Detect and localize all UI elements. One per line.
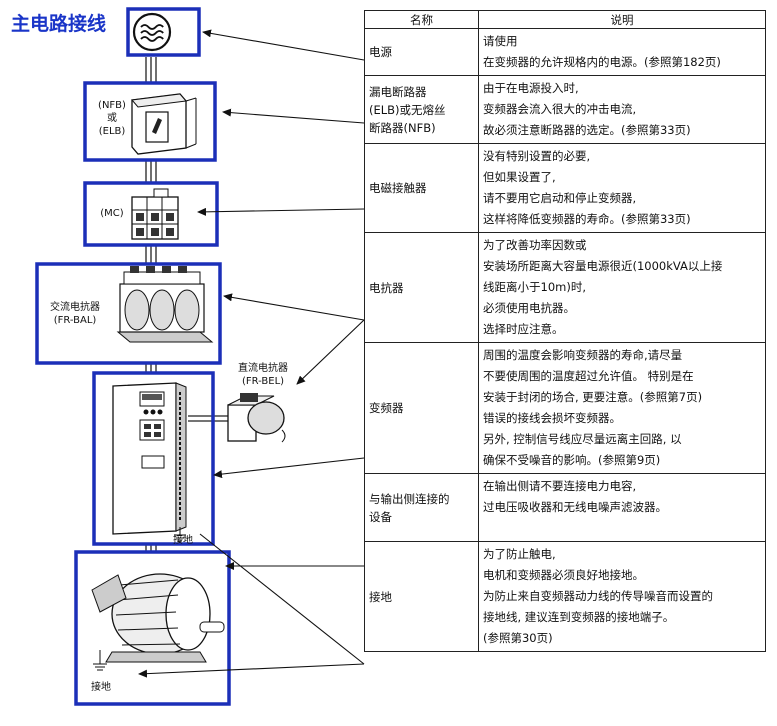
row-name: 与输出侧连接的 设备 <box>364 473 479 542</box>
page-title: 主电路接线 <box>11 13 107 35</box>
header-desc: 说明 <box>478 10 766 29</box>
row-desc: 在输出侧请不要连接电力电容, 过电压吸收器和无线电噪声滤波器。 <box>478 473 766 542</box>
nfb-label-line: (ELB) <box>98 126 126 137</box>
row-name: 接地 <box>364 541 479 652</box>
table-row: 漏电断路器 (ELB)或无熔丝 断路器(NFB) 由于在电源投入时, 变频器会流… <box>364 75 766 144</box>
row-desc: 没有特别设置的必要, 但如果设置了, 请不要用它启动和停止变频器, 这样将降低变… <box>478 143 766 233</box>
dc-reactor-label-line: (FR-BEL) <box>241 376 285 387</box>
row-desc: 为了防止触电, 电机和变频器必须良好地接地。 为防止来自变频器动力线的传导噪音而… <box>478 541 766 652</box>
row-name: 电磁接触器 <box>364 143 479 233</box>
spec-table: 名称 说明 电源 请使用 在变频器的允许规格内的电源。(参照第182页) 漏电断… <box>364 10 766 652</box>
ac-reactor-label-line: 交流电抗器 <box>50 302 100 313</box>
dc-reactor-label-line: 直流电抗器 <box>238 363 288 374</box>
table-row: 电抗器 为了改善功率因数或 安装场所距离大容量电源很近(1000kVA以上接 线… <box>364 232 766 343</box>
row-name: 漏电断路器 (ELB)或无熔丝 断路器(NFB) <box>364 75 479 144</box>
table-row: 接地 为了防止触电, 电机和变频器必须良好地接地。 为防止来自变频器动力线的传导… <box>364 541 766 652</box>
motor-icon <box>74 550 231 706</box>
table-row: 与输出侧连接的 设备 在输出侧请不要连接电力电容, 过电压吸收器和无线电噪声滤波… <box>364 473 766 542</box>
table-header-row: 名称 说明 <box>364 10 766 29</box>
callout-arrows <box>138 29 365 678</box>
table-row: 电源 请使用 在变频器的允许规格内的电源。(参照第182页) <box>364 28 766 76</box>
header-name: 名称 <box>364 10 479 29</box>
table-row: 电磁接触器 没有特别设置的必要, 但如果设置了, 请不要用它启动和停止变频器, … <box>364 143 766 233</box>
mc-label: (MC) <box>100 208 124 219</box>
row-name: 电源 <box>364 28 479 76</box>
contactor-icon <box>83 181 219 247</box>
motor-ground-label: 接地 <box>91 682 111 693</box>
ac-reactor-icon <box>35 262 222 365</box>
ac-reactor-label-line: (FR-BAL) <box>53 315 97 326</box>
inverter-icon <box>92 371 215 546</box>
ac-reactor-label: 交流电抗器 (FR-BAL) <box>40 301 110 327</box>
nfb-label-line: (NFB) <box>98 100 126 111</box>
power-source-icon <box>126 7 201 57</box>
row-desc: 周围的温度会影响变频器的寿命,请尽量 不要使周围的温度超过允许值。 特别是在 安… <box>478 342 766 474</box>
row-name: 变频器 <box>364 342 479 474</box>
dc-reactor-label: 直流电抗器 (FR-BEL) <box>225 362 301 388</box>
row-desc: 由于在电源投入时, 变频器会流入很大的冲击电流, 故必须注意断路器的选定。(参照… <box>478 75 766 144</box>
table-row: 变频器 周围的温度会影响变频器的寿命,请尽量 不要使周围的温度超过允许值。 特别… <box>364 342 766 474</box>
row-desc: 为了改善功率因数或 安装场所距离大容量电源很近(1000kVA以上接 线距离小于… <box>478 232 766 343</box>
nfb-label-line: 或 <box>107 113 117 124</box>
row-name: 电抗器 <box>364 232 479 343</box>
row-desc: 请使用 在变频器的允许规格内的电源。(参照第182页) <box>478 28 766 76</box>
inverter-ground-label: 接地 <box>173 535 193 546</box>
nfb-label: (NFB) 或 (ELB) <box>96 99 128 138</box>
breaker-icon <box>83 81 217 162</box>
dc-reactor-icon <box>227 393 286 443</box>
